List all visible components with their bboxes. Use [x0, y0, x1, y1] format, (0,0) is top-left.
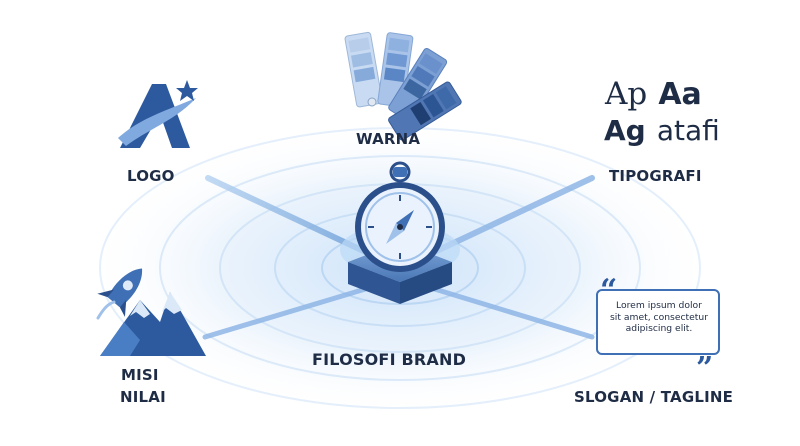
center-hub — [340, 161, 460, 304]
label-slogan: SLOGAN / TAGLINE — [574, 388, 734, 406]
label-logo: LOGO — [127, 167, 175, 185]
beam-misi — [202, 284, 375, 340]
rocket-icon — [96, 268, 143, 320]
bubble-line-3: adipiscing elit. — [625, 323, 693, 334]
label-nilai: NILAI — [120, 388, 166, 406]
typo-sample-atafi: atafi — [656, 114, 720, 147]
typo-sample-ap: Ap — [605, 76, 648, 112]
typography-sample: Ap Aa — [605, 76, 702, 112]
platform-right — [400, 262, 452, 304]
logo-mark-icon — [118, 80, 198, 148]
label-warna: WARNA — [356, 130, 421, 148]
typo-sample-ag: Ag — [604, 114, 646, 147]
bubble-line-1: Lorem ipsum dolor — [616, 300, 702, 311]
label-tipografi: TIPOGRAFI — [609, 167, 702, 185]
bubble-line-2: sit amet, consectetur — [610, 311, 708, 323]
label-misi: MISI — [121, 366, 159, 384]
typo-sample-aa: Aa — [658, 77, 702, 112]
swatch-fan-icon — [344, 31, 462, 141]
mountain-icon — [100, 292, 206, 356]
typography-sample-row2: Ag atafi — [604, 114, 720, 147]
beam-slogan — [425, 284, 595, 340]
slogan-speech-bubble: Lorem ipsum dolor sit amet, consectetur … — [596, 289, 720, 355]
compass-icon — [355, 161, 445, 272]
svg-text:”: ” — [696, 351, 713, 386]
platform-left — [348, 262, 400, 304]
label-center-title: FILOSOFI BRAND — [312, 350, 467, 369]
